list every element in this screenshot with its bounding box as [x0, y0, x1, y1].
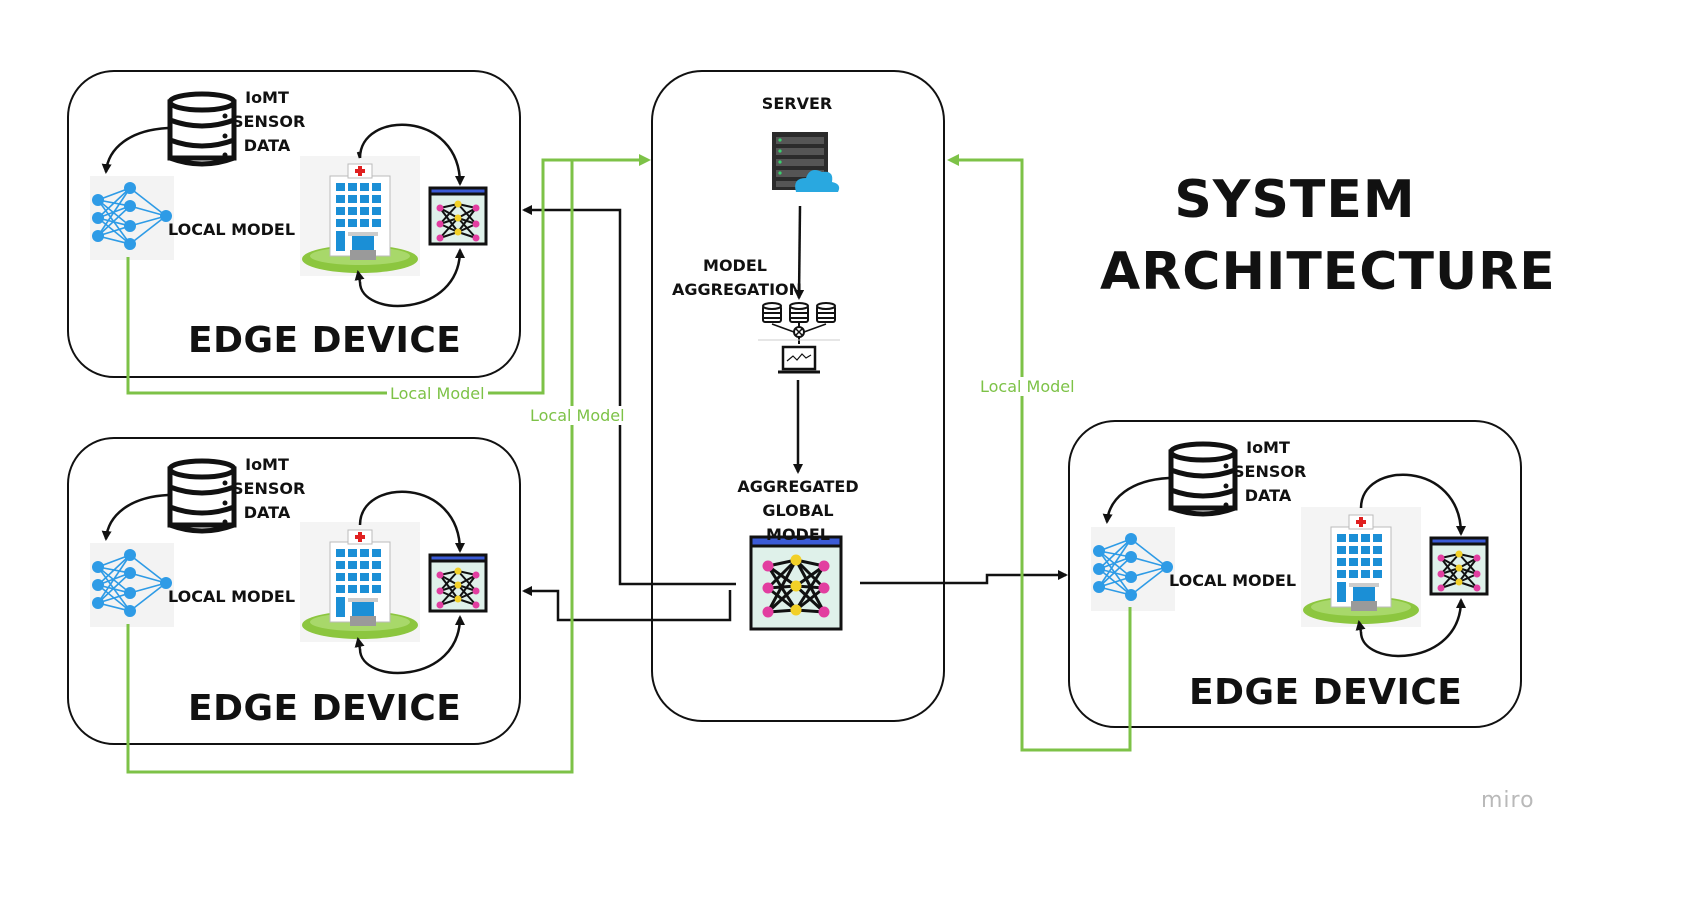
data-line-2: SENSOR: [1233, 462, 1307, 481]
local-model-label: LOCAL MODEL: [168, 220, 296, 239]
edge-device-title: EDGE DEVICE: [188, 688, 462, 729]
local-model-connector-label-1: Local Model: [387, 384, 488, 403]
edge-device-title: EDGE DEVICE: [1189, 672, 1463, 713]
sensor-data-label: IoMT SENSOR DATA: [1233, 436, 1307, 508]
arrow-server-to-aggregation: [794, 205, 805, 300]
neural-network-icon: [89, 175, 175, 261]
database-icon: [170, 94, 234, 164]
global-line-2: GLOBAL MODEL: [762, 501, 834, 544]
aggregated-global-model-label: AGGREGATED GLOBAL MODEL: [728, 475, 868, 547]
neural-network-icon: [89, 542, 175, 628]
data-line-3: DATA: [243, 503, 291, 522]
arrow-local-model-1: [126, 154, 651, 395]
data-line-1: IoMT: [245, 455, 289, 474]
aggregation-line-1: MODEL: [703, 256, 767, 275]
title-line-1: SYSTEM: [1174, 170, 1416, 230]
aggregation-icon: [758, 302, 840, 374]
model-window-icon: [428, 186, 488, 246]
arrow-local-model-2: [126, 160, 574, 774]
data-line-2: SENSOR: [232, 479, 306, 498]
hospital-icon: [299, 521, 421, 643]
server-label: SERVER: [761, 94, 833, 113]
aggregation-line-2: AGGREGATION: [672, 280, 803, 299]
data-line-2: SENSOR: [232, 112, 306, 131]
data-line-3: DATA: [243, 136, 291, 155]
database-icon: [170, 461, 234, 531]
database-icon: [1171, 444, 1235, 514]
data-line-3: DATA: [1244, 486, 1292, 505]
model-window-icon: [428, 553, 488, 613]
title-line-2: ARCHITECTURE: [1100, 242, 1556, 302]
arrow-local-model-3: [947, 154, 1132, 752]
model-aggregation-label: MODEL AGGREGATION: [672, 254, 803, 302]
system-architecture-title: SYSTEM ARCHITECTURE: [1100, 164, 1556, 308]
global-line-1: AGGREGATED: [737, 477, 859, 496]
local-model-label: LOCAL MODEL: [1169, 571, 1297, 590]
arrow-global-to-edge-2: [522, 586, 732, 622]
hospital-icon: [299, 155, 421, 277]
miro-watermark: miro: [1481, 788, 1535, 813]
hospital-icon: [1300, 506, 1422, 628]
local-model-connector-label-2: Local Model: [527, 406, 628, 425]
local-model-label: LOCAL MODEL: [168, 587, 296, 606]
sensor-data-label: IoMT SENSOR DATA: [232, 453, 306, 525]
local-model-connector-label-3: Local Model: [977, 377, 1078, 396]
data-line-1: IoMT: [245, 88, 289, 107]
global-model-icon: [749, 535, 843, 631]
edge-device-title: EDGE DEVICE: [188, 320, 462, 361]
neural-network-icon: [1090, 526, 1176, 612]
data-line-1: IoMT: [1246, 438, 1290, 457]
server-cloud-icon: [772, 132, 840, 192]
model-window-icon: [1429, 536, 1489, 596]
arrow-global-to-edge-3: [860, 570, 1068, 585]
sensor-data-label: IoMT SENSOR DATA: [232, 86, 306, 158]
